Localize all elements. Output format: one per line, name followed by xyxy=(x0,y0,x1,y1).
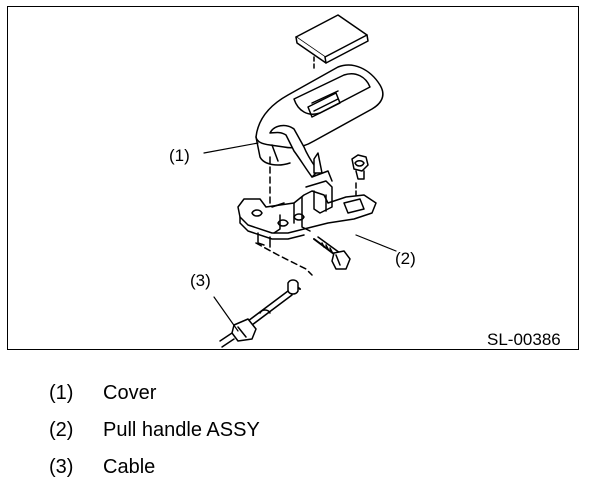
figure-id-code: SL-00386 xyxy=(487,330,561,349)
callout-1: (1) xyxy=(169,146,190,165)
figure-frame: (1) (2) (3) SL-00386 xyxy=(7,6,579,350)
cover-part-icon xyxy=(255,64,384,178)
nut-icon xyxy=(351,154,369,180)
legend-label: Cable xyxy=(103,456,156,478)
legend-label: Pull handle ASSY xyxy=(103,419,260,441)
exploded-diagram xyxy=(203,14,397,348)
leader-line-2 xyxy=(355,234,397,252)
pull-handle-bracket-icon xyxy=(237,170,377,248)
legend-number: (1) xyxy=(49,382,74,404)
legend-label: Cover xyxy=(103,382,157,404)
legend-number: (3) xyxy=(49,456,74,478)
cover-cap-icon xyxy=(295,14,369,64)
cable-icon xyxy=(219,279,301,348)
leader-line-3 xyxy=(213,296,239,332)
leader-line-1 xyxy=(203,142,259,154)
callout-2: (2) xyxy=(395,249,416,268)
legend-number: (2) xyxy=(49,419,74,441)
bolt-icon xyxy=(313,236,351,270)
callout-3: (3) xyxy=(190,271,211,290)
